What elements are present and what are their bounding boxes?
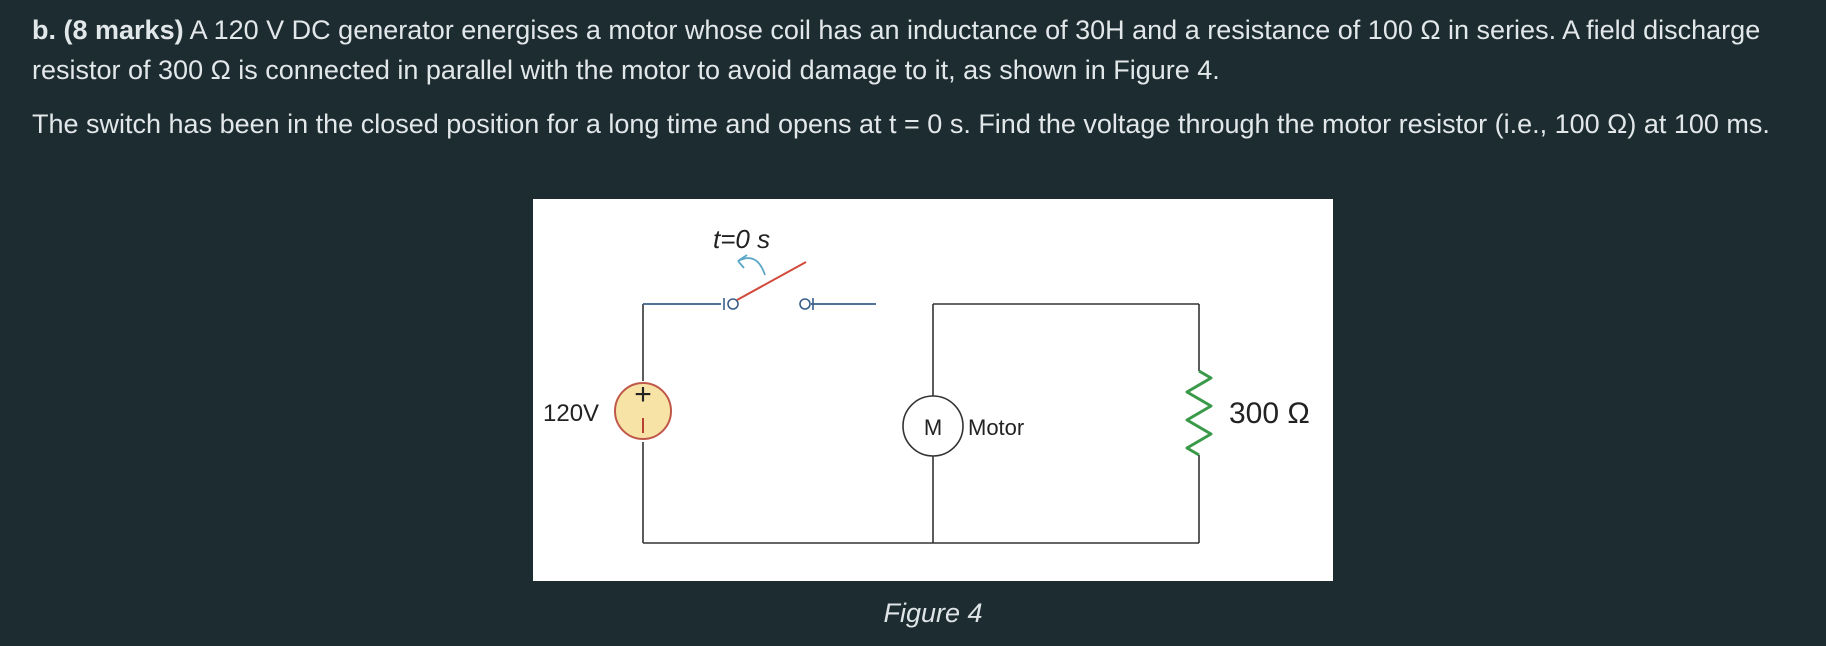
motor-label: Motor	[968, 415, 1024, 440]
question-content: b. (8 marks) A 120 V DC generator energi…	[32, 10, 1802, 144]
switch-arrowhead	[737, 254, 748, 269]
motor: M Motor	[902, 395, 1024, 457]
source-symbol	[614, 382, 672, 440]
question-marks: (8 marks)	[63, 15, 184, 45]
switch-blade	[736, 261, 807, 301]
motor-symbol-letter: M	[924, 415, 942, 440]
circuit-diagram: t=0 s + 120V M Motor 300 Ω	[543, 224, 1310, 544]
switch-terminal-right	[799, 298, 811, 310]
question-text-1: A 120 V DC generator energises a motor w…	[32, 15, 1761, 85]
motor-symbol	[902, 395, 964, 457]
question-label: b.	[32, 15, 56, 45]
switch-label: t=0 s	[713, 224, 770, 254]
switch-terminal-left	[727, 298, 739, 310]
question-paragraph-1: b. (8 marks) A 120 V DC generator energi…	[32, 10, 1802, 90]
voltage-source: + 120V	[543, 378, 672, 440]
figure-caption: Figure 4	[883, 598, 983, 628]
source-label: 120V	[543, 400, 599, 427]
resistor-symbol	[1185, 369, 1213, 457]
source-plus: +	[634, 378, 652, 411]
question-paragraph-2: The switch has been in the closed positi…	[32, 109, 1770, 139]
switch: t=0 s	[643, 224, 876, 310]
circuit-figure: t=0 s + 120V M Motor 300 Ω	[533, 199, 1333, 581]
circuit-wires	[642, 303, 1200, 544]
resistor: 300 Ω	[1185, 369, 1310, 457]
resistor-label: 300 Ω	[1229, 397, 1310, 430]
